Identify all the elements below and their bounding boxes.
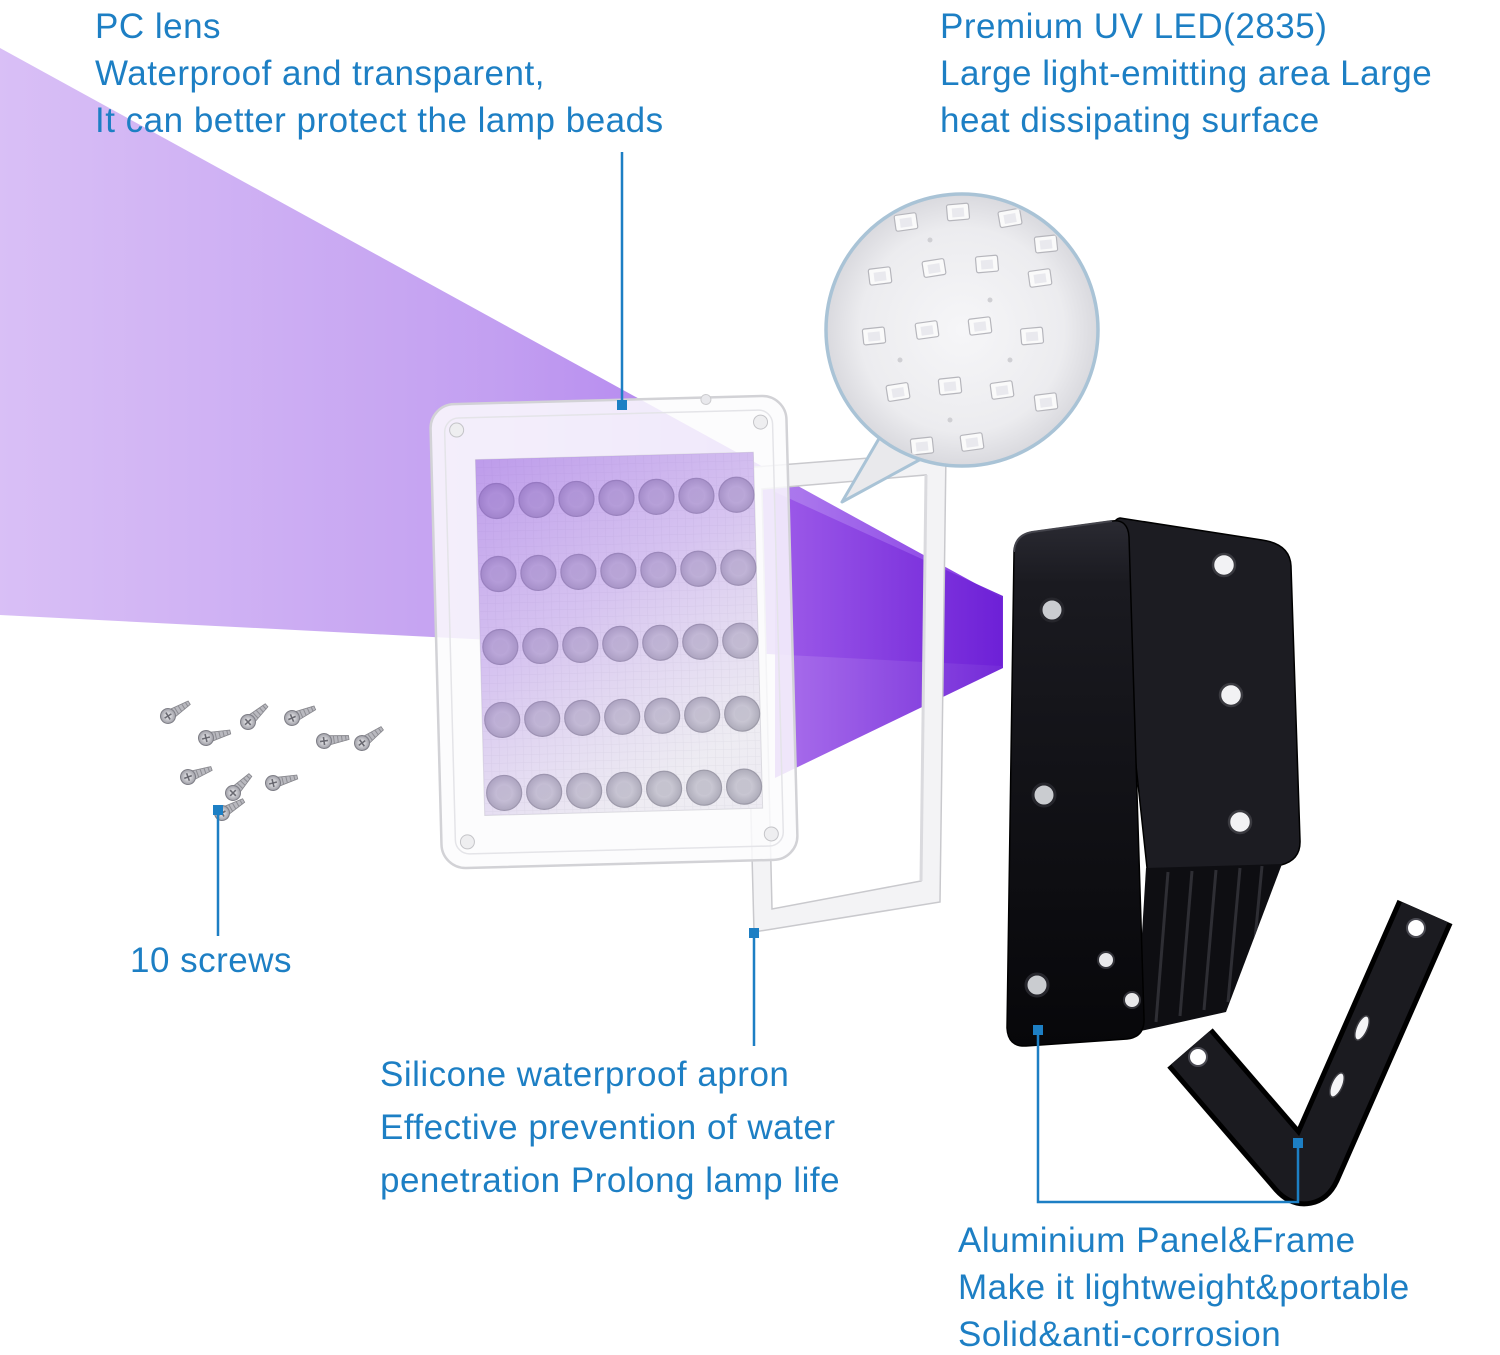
aluminium-housing — [1006, 517, 1301, 1047]
leader-dot-screws — [213, 805, 223, 815]
aluminium-line-1: Aluminium Panel&Frame — [958, 1221, 1356, 1260]
uv-led-line-1: Premium UV LED(2835) — [940, 7, 1328, 46]
silicone-line-1: Silicone waterproof apron — [380, 1055, 790, 1094]
silicone-line-2: Effective prevention of water — [380, 1108, 836, 1148]
pc-lens-panel — [429, 394, 799, 870]
screws-label: 10 screws — [130, 941, 293, 980]
silicone-annotation: Silicone waterproof apron Effective prev… — [380, 1048, 840, 1208]
pc-lens-line-1: PC lens — [95, 7, 222, 46]
uv-led-line-3: heat dissipating surface — [940, 100, 1320, 140]
housing-front-face — [1006, 520, 1145, 1047]
aluminium-line-2: Make it lightweight&portable — [958, 1267, 1410, 1307]
led-closeup-bubble — [824, 192, 1100, 504]
leader-line-aluminium — [1036, 1032, 1300, 1204]
uv-glow-overlay — [475, 452, 763, 816]
uv-light-beam-core — [775, 492, 1003, 778]
leader-dot-silicone — [749, 928, 759, 938]
screws-annotation: 10 screws — [130, 938, 292, 985]
leader-dot-bracket — [1293, 1138, 1303, 1148]
housing-heatsink-fins — [1136, 864, 1282, 1032]
pc-lens-line-3: It can better protect the lamp beads — [95, 100, 664, 140]
uv-led-line-2: Large light-emitting area Large — [940, 53, 1433, 93]
screws-cluster — [156, 695, 388, 825]
pc-lens-annotation: PC lens Waterproof and transparent, It c… — [95, 4, 664, 145]
aluminium-line-3: Solid&anti-corrosion — [958, 1314, 1282, 1354]
uv-led-annotation: Premium UV LED(2835) Large light-emittin… — [940, 4, 1432, 145]
leader-dot-pc-lens — [617, 400, 627, 410]
smd-led-chips — [861, 202, 1059, 456]
leader-dot-housing — [1033, 1025, 1043, 1035]
silicone-line-3: penetration Prolong lamp life — [380, 1161, 841, 1201]
pc-lens-line-2: Waterproof and transparent, — [95, 53, 545, 93]
aluminium-annotation: Aluminium Panel&Frame Make it lightweigh… — [958, 1218, 1410, 1355]
housing-back-plate — [1110, 517, 1301, 894]
